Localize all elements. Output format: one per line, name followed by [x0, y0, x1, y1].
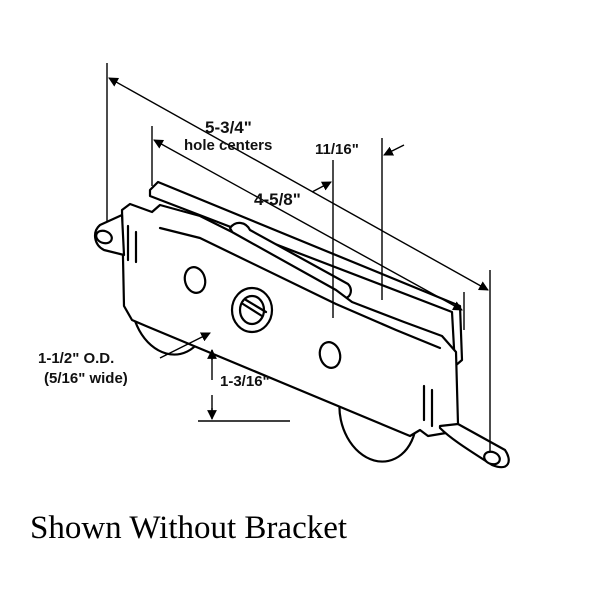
- dim-arrow-offset-left: [311, 181, 332, 193]
- dim-wheel-width: (5/16" wide): [44, 370, 128, 387]
- tab-hole-right: [483, 450, 501, 466]
- dim-height: 1-3/16": [220, 373, 270, 390]
- dim-body-length: 4-5/8": [254, 190, 301, 209]
- caption: Shown Without Bracket: [30, 510, 348, 546]
- dim-overall-length: 5-3/4": [205, 118, 252, 137]
- dimension-arrows: [108, 77, 489, 420]
- dim-wheel-diameter: 1-1/2" O.D.: [38, 350, 114, 367]
- dim-arrow-body: [153, 139, 463, 311]
- dim-wheel-offset: 11/16": [315, 141, 359, 158]
- dim-arrow-offset-right: [383, 144, 405, 156]
- end-slot-right: [422, 384, 434, 428]
- dim-arrow-diameter: [159, 332, 211, 359]
- dim-overall-note: hole centers: [184, 137, 272, 154]
- face-hole-right: [318, 341, 342, 369]
